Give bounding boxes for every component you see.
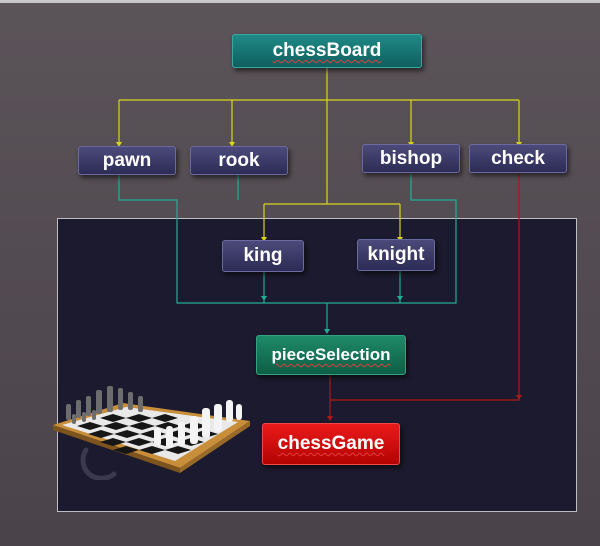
yellow-connectors (118, 67, 520, 240)
red-connectors (329, 174, 520, 420)
rook-label: rook (218, 149, 260, 171)
knight-label: knight (367, 244, 425, 265)
top-border-line (0, 0, 600, 3)
bishop-label: bishop (379, 147, 443, 169)
chessboard-label: chessBoard (272, 40, 382, 61)
king-label: king (243, 245, 283, 266)
chessboard-3d-image (53, 386, 250, 473)
rook-node[interactable]: rook (190, 146, 288, 175)
pawn-watermark-icon (80, 447, 117, 480)
king-node[interactable]: king (222, 240, 304, 272)
check-label: check (491, 147, 545, 169)
pieceselection-label: pieceSelection (271, 345, 391, 364)
pieceselection-node[interactable]: pieceSelection (256, 335, 406, 375)
bishop-node[interactable]: bishop (362, 144, 460, 173)
chessgame-label: chessGame (277, 433, 385, 454)
pawn-label: pawn (102, 149, 152, 171)
teal-arrowheads (261, 296, 403, 334)
red-arrowheads (327, 395, 522, 421)
chessgame-node[interactable]: chessGame (262, 423, 400, 465)
chessboard-node[interactable]: chessBoard (232, 34, 422, 68)
check-node[interactable]: check (469, 144, 567, 173)
knight-node[interactable]: knight (357, 239, 435, 271)
yellow-arrowheads (116, 142, 522, 242)
pawn-node[interactable]: pawn (78, 146, 176, 175)
